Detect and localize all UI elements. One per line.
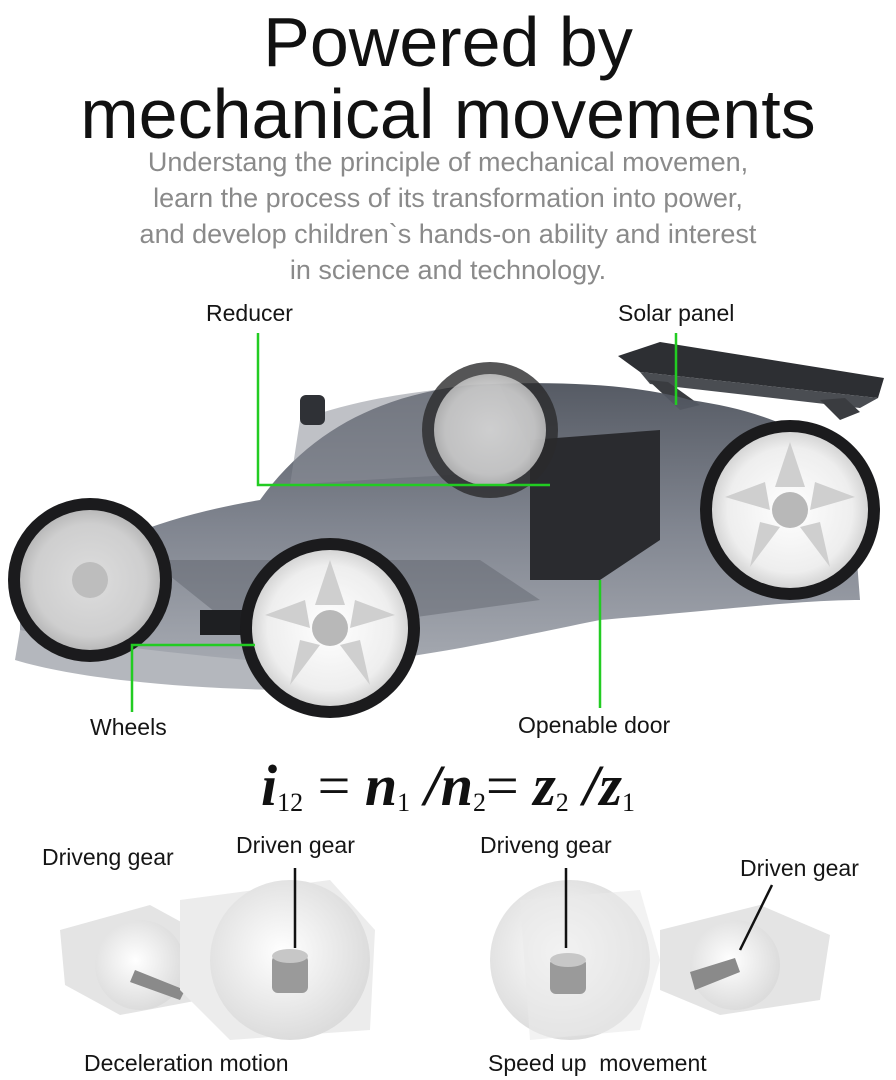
formula-equals-2: = xyxy=(486,753,519,818)
formula-slash-1: / xyxy=(424,753,441,818)
speed-up-caption: Speed up movement xyxy=(488,1050,707,1076)
right-driven-gear-label: Driven gear xyxy=(740,855,859,881)
right-driving-gear-label: Driveng gear xyxy=(480,832,612,858)
formula-z1-sub: 1 xyxy=(622,788,635,817)
left-driven-gear-label: Driven gear xyxy=(236,832,355,858)
formula-z1: z xyxy=(599,753,622,818)
wheel-rear-right xyxy=(700,420,880,600)
solar-panel-label: Solar panel xyxy=(618,300,735,326)
gear-pointer-lines xyxy=(293,868,774,951)
subtitle-line-3: and develop children`s hands-on ability … xyxy=(139,219,757,249)
subtitle-line-1: Understang the principle of mechanical m… xyxy=(147,147,749,177)
deceleration-caption: Deceleration motion xyxy=(84,1050,289,1076)
formula-equals-1: = xyxy=(317,753,351,818)
wheel-front-right xyxy=(240,538,420,718)
formula-i: i xyxy=(261,753,278,818)
formula-n2: n xyxy=(440,753,473,818)
gear-ratio-formula: i12 = n1 /n2= z2 /z1 xyxy=(0,756,896,833)
wheel-front-left xyxy=(8,498,172,662)
subtitle-line-2: learn the process of its transformation … xyxy=(153,183,743,213)
title-line-1: Powered by xyxy=(263,3,633,81)
formula-i-sub: 12 xyxy=(277,788,304,817)
formula-z2: z xyxy=(533,753,556,818)
wheel-rear-left xyxy=(422,362,558,498)
gear-pair-deceleration xyxy=(60,880,375,1040)
formula-z2-sub: 2 xyxy=(555,788,569,817)
callout-lines xyxy=(130,333,678,712)
gear-pair-speed-up xyxy=(490,880,830,1040)
formula-n2-sub: 2 xyxy=(473,788,486,817)
openable-door-label: Openable door xyxy=(518,712,671,738)
formula-n1-sub: 1 xyxy=(397,788,411,817)
subtitle-line-4: in science and technology. xyxy=(289,255,607,285)
formula-slash-2: / xyxy=(583,753,600,818)
formula-n1: n xyxy=(364,753,398,818)
subtitle: Understang the principle of mechanical m… xyxy=(60,144,836,288)
left-driving-gear-label: Driveng gear xyxy=(42,844,174,870)
reducer-label: Reducer xyxy=(206,300,293,326)
wheels-label: Wheels xyxy=(90,714,167,740)
title-line-2: mechanical movements xyxy=(80,75,816,153)
solar-panel-shape xyxy=(618,342,884,420)
